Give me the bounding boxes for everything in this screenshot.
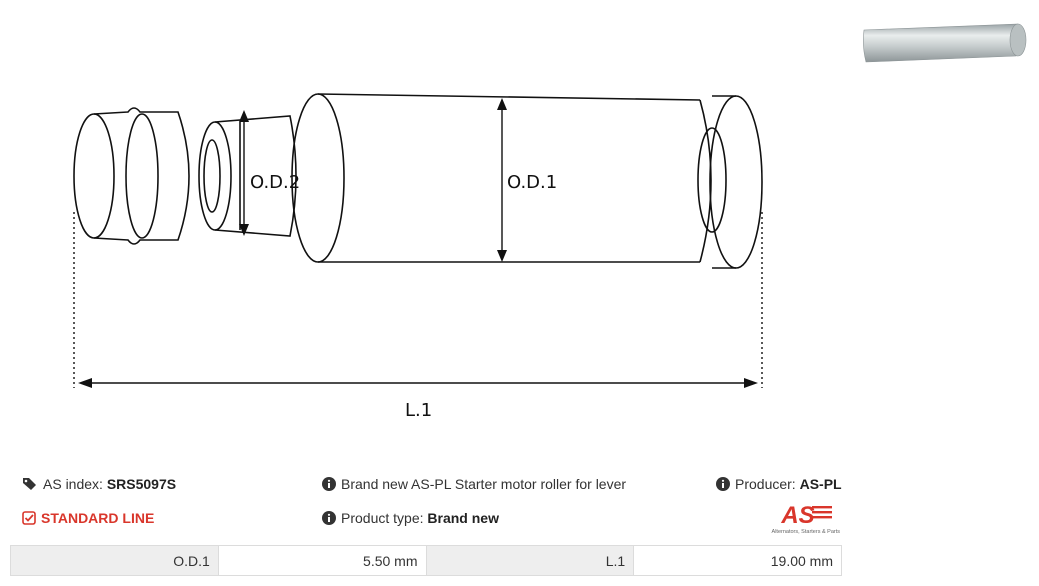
- od1-label: O.D.1: [507, 172, 557, 193]
- l1-label: L.1: [405, 400, 432, 421]
- od2-label: O.D.2: [250, 172, 300, 193]
- specs-table: O.D.1 5.50 mm L.1 19.00 mm: [10, 545, 842, 576]
- description: Brand new AS-PL Starter motor roller for…: [322, 476, 626, 492]
- description-text: Brand new AS-PL Starter motor roller for…: [341, 476, 627, 492]
- info-circle-icon: [322, 477, 336, 491]
- as-index-prefix: AS index:: [43, 476, 103, 492]
- info-circle-icon: [322, 511, 336, 525]
- spec-value: 5.50 mm: [217, 545, 427, 576]
- table-row: O.D.1 5.50 mm L.1 19.00 mm: [10, 545, 842, 576]
- tags-icon: [23, 478, 36, 490]
- product-type-value: Brand new: [427, 510, 499, 526]
- spec-label: O.D.1: [10, 545, 219, 576]
- dimension-lines: [73, 98, 763, 388]
- standard-line-text: STANDARD LINE: [41, 510, 155, 526]
- technical-drawing: O.D.2 O.D.1 L.1: [73, 93, 763, 421]
- logo-text: AS: [780, 502, 814, 529]
- product-type-prefix: Product type:: [341, 510, 424, 526]
- product-thumbnail[interactable]: [860, 12, 1030, 64]
- as-pl-logo[interactable]: AS Alternators, Starters & Parts: [736, 501, 842, 535]
- logo-tagline: Alternators, Starters & Parts: [772, 529, 841, 535]
- as-index: AS index: SRS5097S: [22, 476, 176, 492]
- standard-line-badge: STANDARD LINE: [22, 510, 154, 526]
- producer-prefix: Producer:: [735, 476, 796, 492]
- spec-value: 19.00 mm: [633, 545, 842, 576]
- checked-square-icon: [22, 511, 36, 525]
- as-index-value[interactable]: SRS5097S: [106, 476, 177, 492]
- spec-label: L.1: [425, 545, 635, 576]
- producer: Producer: AS-PL: [716, 476, 842, 492]
- producer-value[interactable]: AS-PL: [799, 476, 842, 492]
- info-circle-icon: [716, 477, 730, 491]
- roller-outline: [73, 93, 763, 269]
- product-type: Product type: Brand new: [322, 510, 499, 526]
- steel-pin-icon: [863, 23, 1021, 63]
